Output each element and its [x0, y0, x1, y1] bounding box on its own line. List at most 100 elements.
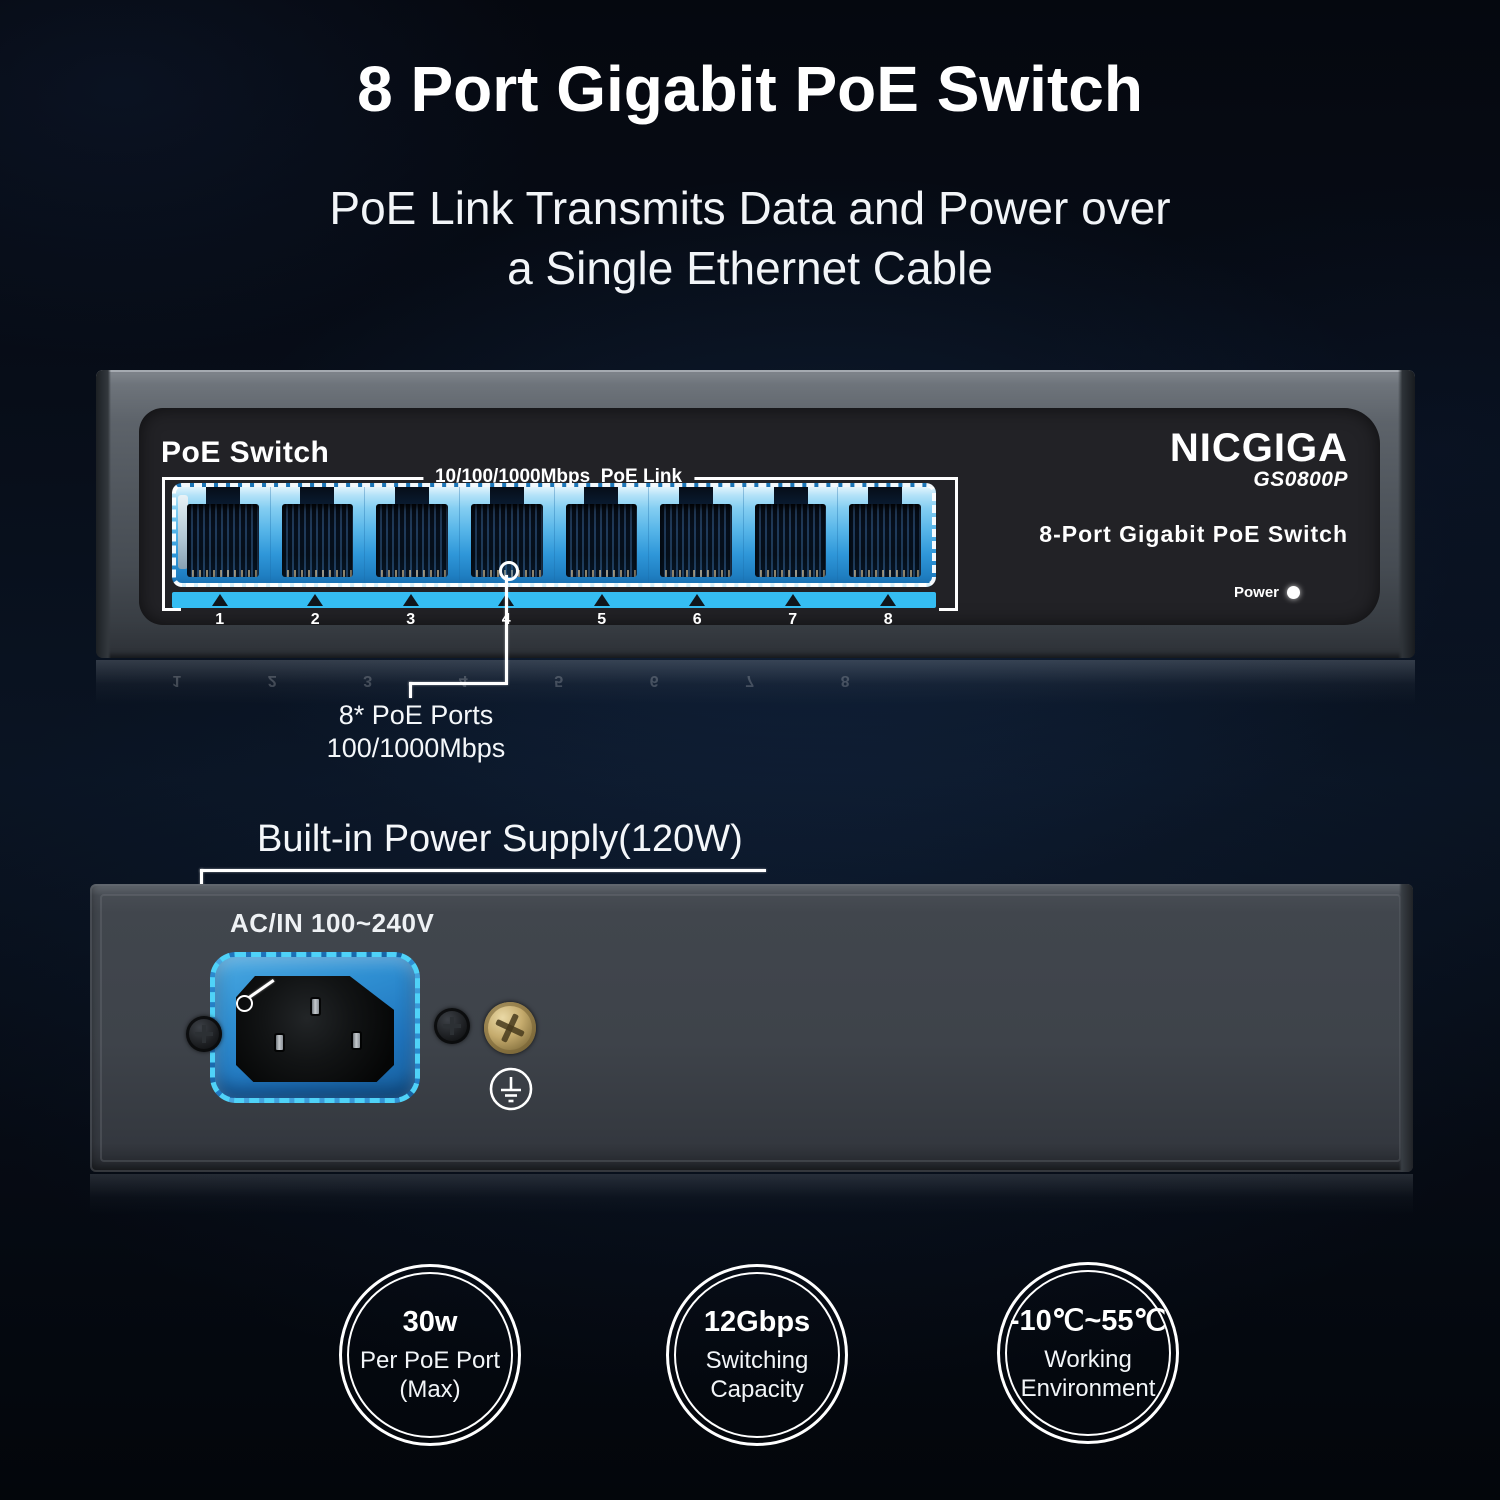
- port-number-reflection: 6: [649, 672, 659, 689]
- port-arrow-icon: [784, 594, 801, 606]
- port-arrows-row: [172, 592, 936, 608]
- ports-callout-line-1: 8* PoE Ports: [338, 700, 494, 730]
- badge-environment-value: -10℃~55℃: [1009, 1305, 1167, 1337]
- rj45-port-notch: [205, 487, 240, 506]
- screw-right-icon: [434, 1008, 470, 1044]
- badge-switching-value: 12Gbps: [703, 1306, 811, 1338]
- port-arrow-icon: [307, 594, 324, 606]
- rj45-port-notch: [868, 487, 903, 506]
- ground-symbol-icon: [489, 1067, 533, 1111]
- port-number-reflection: 3: [363, 672, 373, 689]
- page-title: 8 Port Gigabit PoE Switch: [357, 53, 1143, 125]
- rj45-port: [364, 487, 459, 583]
- page-subtitle: PoE Link Transmits Data and Power over a…: [0, 178, 1500, 298]
- port-number: 5: [597, 611, 607, 628]
- switch-rear-view: AC/IN 100~240V: [90, 884, 1413, 1172]
- bracket-left-arm: [162, 477, 181, 611]
- screw-left-icon: [186, 1016, 222, 1052]
- port-number: 1: [215, 611, 225, 628]
- brand-logo: NICGIGA: [1169, 426, 1348, 470]
- port-callout-marker: [499, 561, 519, 581]
- bracket-right-arm: [939, 477, 958, 611]
- badge-switching-line2: Capacity: [710, 1376, 804, 1403]
- switch-front-view: PoE Switch NICGIGA GS0800P 8-Port Gigabi…: [96, 370, 1415, 658]
- badge-switching-capacity: 12Gbps Switching Capacity: [666, 1264, 848, 1446]
- rj45-port-opening: [281, 504, 354, 577]
- ports-row: [172, 483, 936, 587]
- port-arrow-cell: [172, 592, 268, 608]
- rj45-port-opening: [754, 504, 827, 577]
- power-led-icon: [1287, 586, 1300, 599]
- power-led-row: Power: [1234, 584, 1300, 601]
- port-arrow-cell: [841, 592, 937, 608]
- rj45-port-opening: [849, 504, 921, 577]
- port-number-reflection: 5: [554, 672, 564, 689]
- rj45-port-opening: [376, 504, 448, 577]
- ports-group-label: 10/100/1000Mbps PoE Link: [422, 466, 695, 488]
- rj45-port: [648, 487, 743, 583]
- port-arrow-cell: [363, 592, 459, 608]
- rj45-port-opening: [565, 504, 638, 577]
- port-callout-line-v2: [409, 682, 412, 698]
- badge-poe-power-line1: Per PoE Port: [359, 1347, 501, 1374]
- rear-reflection: [90, 1174, 1413, 1214]
- power-callout-marker: [236, 995, 253, 1012]
- product-name: 8-Port Gigabit PoE Switch: [1039, 521, 1348, 547]
- port-number: 6: [692, 611, 702, 628]
- rj45-port-notch: [395, 487, 430, 506]
- rj45-port-opening: [660, 504, 732, 577]
- ports-callout-line-2: 100/1000Mbps: [326, 733, 506, 763]
- badge-poe-power: 30w Per PoE Port (Max): [339, 1264, 521, 1446]
- rj45-port: [269, 487, 365, 583]
- port-arrow-icon: [689, 594, 706, 606]
- ac-inlet-label: AC/IN 100~240V: [230, 908, 435, 938]
- port-number-reflection: 8: [840, 672, 850, 689]
- ground-screw-icon: [484, 1002, 536, 1054]
- reflection-numbers-row: 1 2 3 4 5 6 7 8: [129, 671, 893, 689]
- port-arrow-icon: [211, 594, 228, 606]
- port-number-reflection: 7: [745, 672, 755, 689]
- port-number-reflection: 4: [458, 672, 468, 689]
- subtitle-line-2: a Single Ethernet Cable: [507, 242, 993, 294]
- rj45-port-notch: [678, 487, 713, 506]
- rj45-port: [837, 487, 932, 583]
- rj45-port: [553, 487, 649, 583]
- power-supply-underline: [200, 869, 766, 872]
- port-metal-clip: [178, 495, 188, 569]
- subtitle-line-1: PoE Link Transmits Data and Power over: [329, 182, 1171, 234]
- port-arrow-cell: [745, 592, 841, 608]
- port-arrow-icon: [402, 594, 419, 606]
- inlet-ground-pin: [311, 999, 319, 1015]
- port-callout-line-h: [409, 682, 508, 685]
- badge-poe-power-value: 30w: [402, 1306, 458, 1338]
- front-reflection: [96, 660, 1415, 704]
- rj45-port-notch: [773, 487, 808, 506]
- port-arrow-icon: [593, 594, 610, 606]
- ports-callout-text: 8* PoE Ports 100/1000Mbps: [310, 699, 522, 765]
- model-number: GS0800P: [1253, 468, 1348, 491]
- port-number: 3: [406, 611, 416, 628]
- port-callout-line-v1: [505, 575, 508, 682]
- port-number: 8: [883, 611, 893, 628]
- badge-working-environment: -10℃~55℃ Working Environment: [997, 1262, 1179, 1444]
- port-arrow-cell: [554, 592, 650, 608]
- ac-inlet-socket: [236, 976, 394, 1082]
- port-number: 2: [310, 611, 320, 628]
- ports-group-bracket: 10/100/1000Mbps PoE Link: [162, 466, 955, 490]
- port-number-reflection: 1: [172, 672, 182, 689]
- badge-environment-line1: Working: [1044, 1346, 1132, 1373]
- power-supply-heading: Built-in Power Supply(120W): [257, 818, 743, 860]
- port-number-reflection: 2: [267, 672, 277, 689]
- port-arrow-cell: [268, 592, 364, 608]
- inlet-neutral-pin: [352, 1033, 360, 1049]
- rj45-port: [742, 487, 838, 583]
- port-number: 7: [788, 611, 798, 628]
- rj45-port-opening: [187, 504, 259, 577]
- faceplate-label: PoE Switch: [161, 436, 330, 469]
- rj45-port-notch: [584, 487, 619, 506]
- rj45-port: [176, 487, 270, 583]
- ac-inlet-highlight: [210, 952, 420, 1103]
